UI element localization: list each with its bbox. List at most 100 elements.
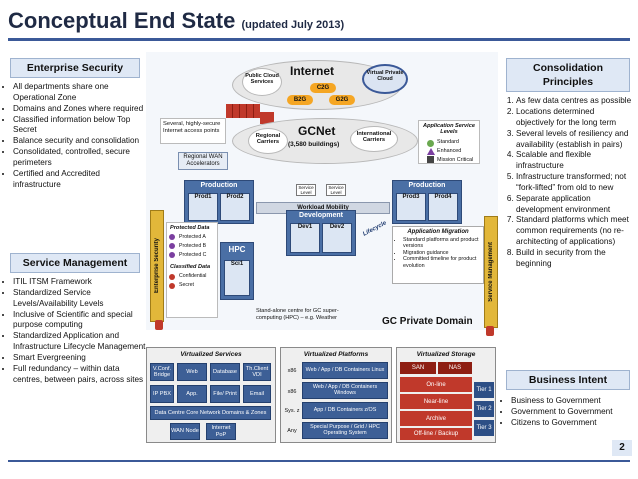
list-item: Several levels of resiliency and availab… [516, 129, 634, 151]
classified-confidential: Confidential [179, 273, 207, 279]
san-label: SAN [400, 362, 436, 374]
thin-client-vdi-tile: Th.Client VDI [243, 363, 271, 381]
enterprise-security-panel: Enterprise Security All departments shar… [4, 58, 146, 190]
platform-label: Sys. z [284, 408, 300, 414]
service-level-mission-critical: Mission Critical [437, 156, 474, 163]
list-item: Locations determined objectively for the… [516, 107, 634, 129]
page-number: 2 [612, 440, 632, 456]
enterprise-security-strip: Enterprise Security [150, 210, 164, 322]
service-management-panel: Service Management ITIL ITSM Framework S… [4, 253, 146, 385]
list-item: Business to Government [511, 396, 634, 407]
list-item: Standard platforms which meet common req… [516, 215, 634, 247]
tier-label: Tier 1 [474, 382, 494, 398]
virtualized-storage-heading: Virtualized Storage [416, 351, 476, 358]
platform-row: App / DB Containers z/OS [302, 402, 388, 419]
list-item: Citizens to Government [511, 418, 634, 429]
prod4-label: Prod4 [434, 194, 452, 200]
list-item: Standardized Service Levels/Availability… [13, 288, 146, 310]
nas-label: NAS [438, 362, 472, 374]
list-item: Scalable and flexible infrastructure [516, 150, 634, 172]
enterprise-security-vertical-label: Enterprise Security [154, 238, 160, 294]
service-level-box: Service Level [296, 184, 316, 196]
hpc-note: Stand-alone centre for GC super-computin… [256, 308, 339, 321]
prod2-box: Prod2 [220, 193, 250, 221]
tier-label: Tier 2 [474, 401, 494, 417]
list-item: Migration guidance [403, 250, 480, 256]
storage-row: Archive [400, 411, 472, 426]
list-item: Full redundancy – within data centres, b… [13, 364, 146, 386]
dev2-label: Dev2 [329, 224, 345, 230]
virtualized-services-heading: Virtualized Services [180, 351, 242, 358]
gc-private-domain-label: GC Private Domain [382, 316, 473, 327]
title-rule [8, 38, 630, 41]
service-level-box: Service Level [326, 184, 346, 196]
virtual-private-cloud: Virtual Private Cloud [362, 64, 408, 94]
list-item: Committed timeline for product evolution [403, 256, 480, 269]
protected-icon [169, 243, 175, 249]
list-item: Inclusive of Scientific and special purp… [13, 310, 146, 332]
footer-rule [8, 460, 630, 462]
classified-data-heading: Classified Data [170, 264, 211, 270]
classified-icon [169, 283, 175, 289]
list-item: Smart Evergreening [13, 353, 146, 364]
development-label: Development [299, 212, 343, 219]
enterprise-security-heading: Enterprise Security [10, 58, 140, 79]
platform-row: Web / App / DB Containers Windows [302, 382, 388, 399]
dev2-box: Dev2 [322, 223, 352, 253]
title-main: Conceptual End State [8, 8, 236, 33]
platform-label: x86 [287, 389, 297, 395]
list-item: Certified and Accredited infrastructure [13, 169, 146, 191]
platform-row: Web / App / DB Containers Linux [302, 362, 388, 379]
international-carriers: International Carriers [350, 126, 398, 152]
consolidation-panel: Consolidation Principles As few data cen… [502, 58, 634, 270]
production-left-label: Production [200, 182, 238, 189]
list-item: Standard platforms and product versions [403, 237, 480, 250]
production-right-label: Production [408, 182, 446, 189]
storage-row: On-line [400, 377, 472, 392]
consolidation-list: As few data centres as possible Location… [502, 96, 634, 269]
service-levels-heading: Application Service Levels [423, 123, 475, 136]
classified-icon [169, 274, 175, 280]
page-title: Conceptual End State (updated July 2013) [8, 8, 344, 34]
prod1-box: Prod1 [188, 193, 218, 221]
list-item: Classified information below Top Secret [13, 115, 146, 137]
protected-b: Protected B [179, 243, 207, 249]
prod4-box: Prod4 [428, 193, 458, 221]
vconf-bridge-tile: V.Conf. Bridge [150, 363, 174, 381]
enhanced-icon [427, 148, 435, 155]
firewall-icon [260, 112, 274, 124]
application-migration-heading: Application Migration [407, 229, 469, 235]
mission-critical-icon [427, 156, 434, 163]
title-sub: (updated July 2013) [241, 19, 345, 31]
application-migration-box: Application Migration Standard platforms… [392, 226, 484, 284]
public-cloud: Public Cloud Services [242, 68, 282, 96]
wan-node-tile: WAN Node [170, 423, 200, 440]
protected-icon [169, 252, 175, 258]
standard-icon [427, 140, 434, 147]
database-tile: Database [210, 363, 240, 381]
list-item: All departments share one Operational Zo… [13, 82, 146, 104]
service-level-standard: Standard [437, 138, 459, 145]
service-level-enhanced: Enhanced [437, 147, 462, 154]
service-management-list: ITIL ITSM Framework Standardized Service… [4, 277, 146, 385]
list-item: ITIL ITSM Framework [13, 277, 146, 288]
regional-carriers: Regional Carriers [248, 128, 288, 154]
b2g-pill: B2G [287, 95, 313, 105]
prod3-box: Prod3 [396, 193, 426, 221]
c2g-pill: C2G [310, 83, 336, 93]
list-item: Build in security from the beginning [516, 248, 634, 270]
sci1-box: Sci1 [224, 260, 250, 296]
web-tile: Web [177, 363, 207, 381]
firewall-icon [226, 104, 260, 118]
dev1-label: Dev1 [297, 224, 313, 230]
service-management-heading: Service Management [10, 253, 140, 274]
protected-a: Protected A [179, 234, 206, 240]
list-item: Domains and Zones where required [13, 104, 146, 115]
virtualized-platforms-heading: Virtualized Platforms [303, 351, 369, 358]
business-intent-list: Business to Government Government to Gov… [502, 396, 634, 428]
email-tile: Email [243, 385, 271, 403]
tier-label: Tier 3 [474, 420, 494, 436]
list-item: Balance security and consolidation [13, 136, 146, 147]
service-management-vertical-label: Service Management [488, 242, 494, 302]
list-item: Separate application development environ… [516, 194, 634, 216]
